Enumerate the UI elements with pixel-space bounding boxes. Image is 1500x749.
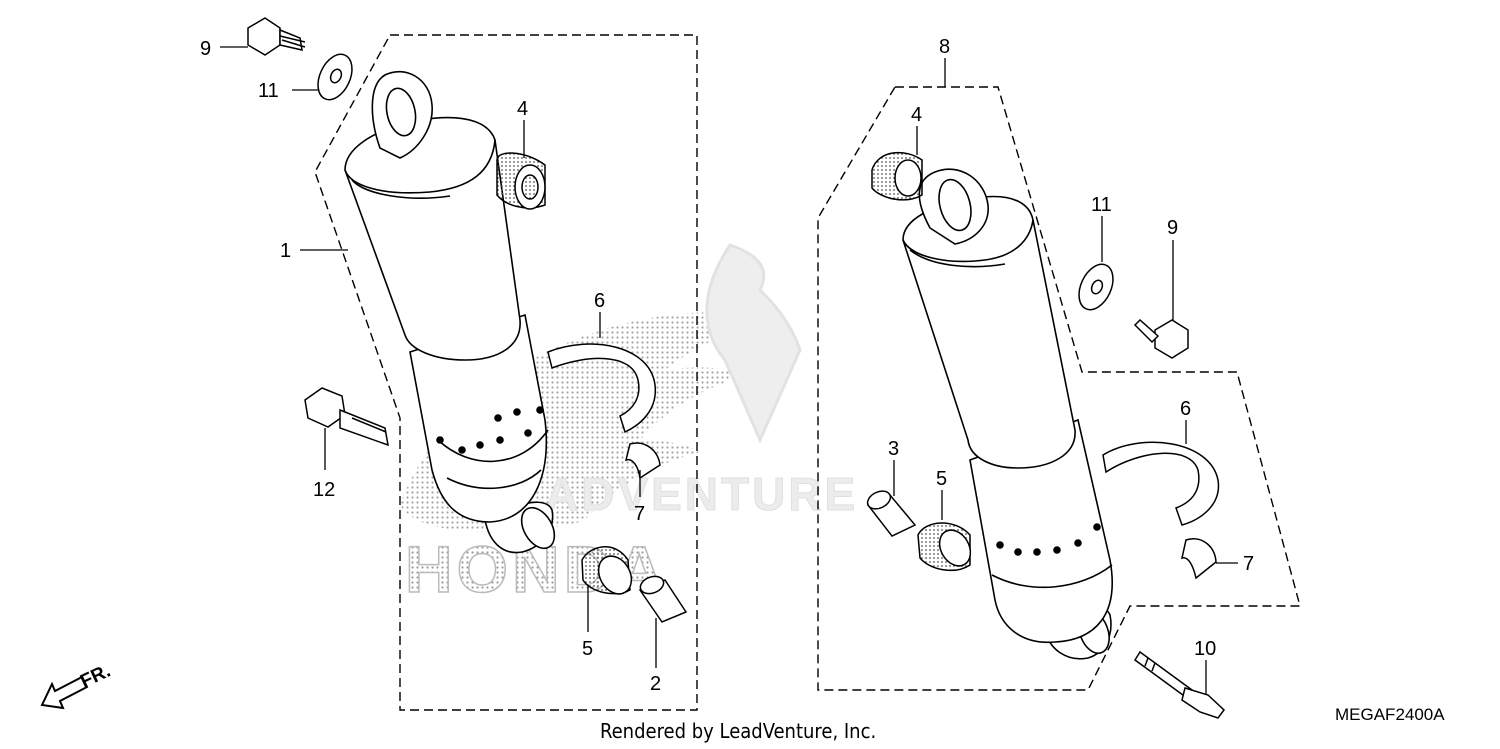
bushing-5-left [581, 546, 633, 595]
callout-9-right: 9 [1167, 217, 1178, 239]
collar-3 [866, 490, 917, 537]
bolt-12 [304, 387, 389, 447]
right-shock-absorber [902, 168, 1113, 660]
callout-7-left: 7 [634, 503, 645, 525]
callout-5-right: 5 [936, 468, 947, 490]
bushing-4-left [496, 152, 546, 210]
arrow-left-icon [40, 675, 89, 710]
callout-11-left: 11 [258, 80, 279, 102]
diagram-code: MEGAF2400A [1335, 705, 1445, 724]
bushing-4-right [871, 151, 923, 201]
callout-4-right: 4 [911, 104, 922, 126]
watermark-tagline: ADVENTURE [545, 468, 858, 520]
collar-2 [638, 575, 688, 623]
front-direction-indicator: FR. [40, 661, 114, 710]
callout-8: 8 [939, 36, 950, 58]
bolt-9-left [247, 17, 306, 56]
right-assembly-boundary [817, 86, 1301, 691]
callout-6-left: 6 [594, 290, 605, 312]
footer-credit: Rendered by LeadVenture, Inc. [600, 719, 876, 743]
ring-6-right [1102, 441, 1220, 526]
bolt-9-right [1133, 318, 1189, 359]
callout-4-left: 4 [517, 98, 528, 120]
callout-1: 1 [280, 240, 291, 262]
callout-12: 12 [313, 479, 335, 501]
bushing-5-right [917, 522, 972, 572]
left-assembly-boundary [314, 34, 698, 711]
callout-10: 10 [1194, 638, 1216, 660]
left-shock-absorber [344, 70, 556, 554]
washer-11-left [317, 53, 353, 101]
callout-2: 2 [650, 673, 661, 695]
washer-11-right [1078, 263, 1114, 311]
ring-6-left [547, 343, 657, 434]
callout-9-left: 9 [200, 38, 211, 60]
flame-watermark-icon [705, 243, 802, 444]
bolt-10 [1133, 650, 1226, 719]
callout-11-right: 11 [1091, 194, 1112, 216]
callout-7-right: 7 [1243, 553, 1254, 575]
callout-3: 3 [888, 438, 899, 460]
spacer-7-right [1180, 538, 1217, 580]
callout-6-right: 6 [1180, 398, 1191, 420]
callout-5-left: 5 [582, 638, 593, 660]
callouts: 9 11 1 4 6 7 12 5 2 8 4 11 9 6 7 3 5 10 [200, 36, 1254, 695]
